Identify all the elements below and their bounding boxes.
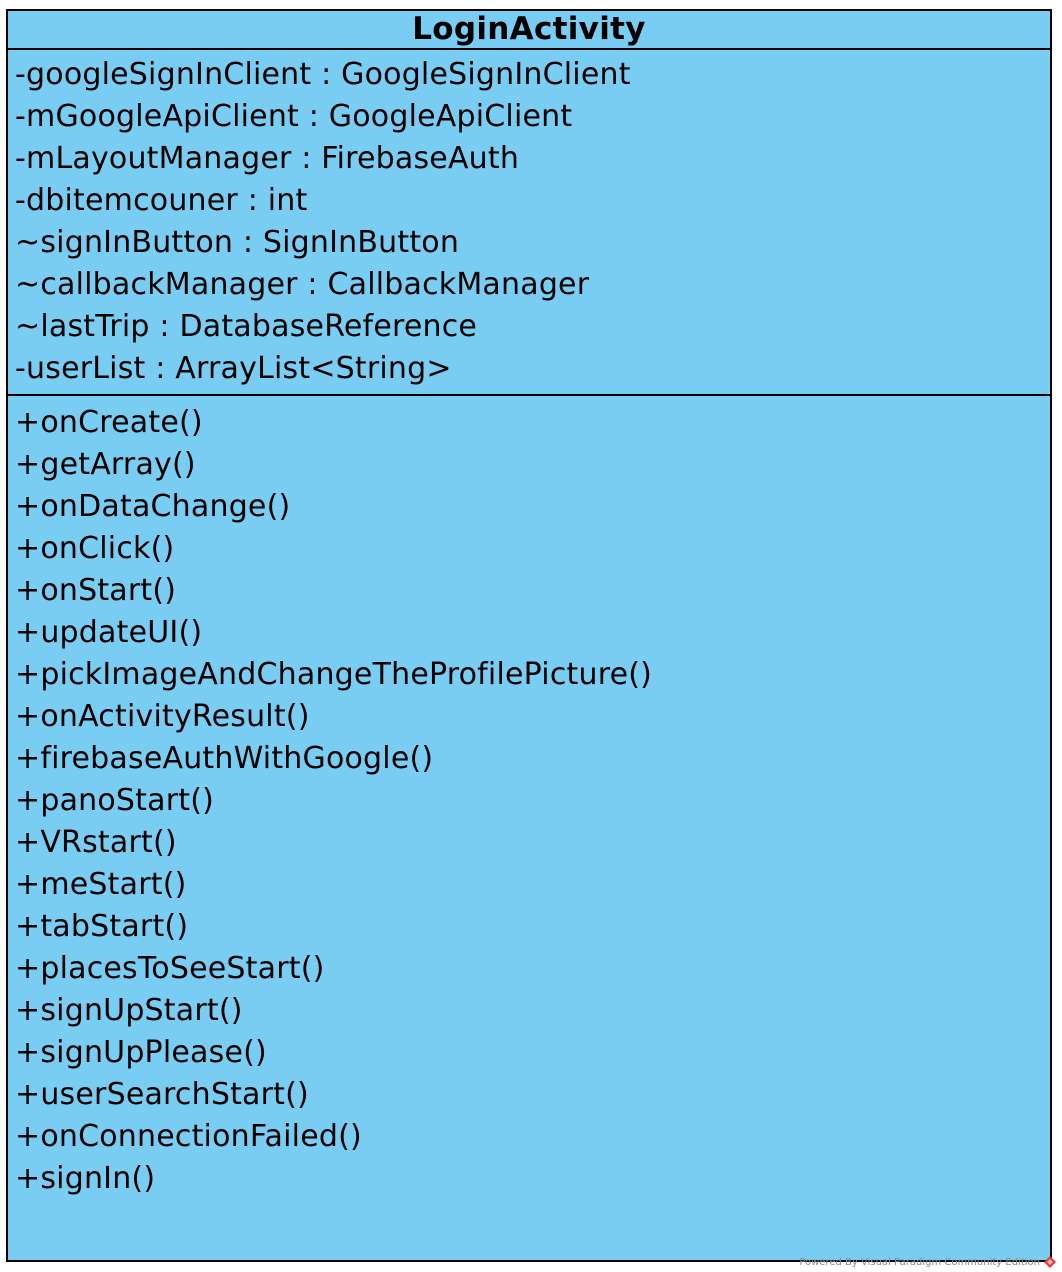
- operation-row: +onCreate(): [15, 405, 203, 440]
- operation-row: +pickImageAndChangeTheProfilePicture(): [15, 657, 653, 692]
- uml-class-box[interactable]: LoginActivity -googleSignInClient : Goog…: [6, 9, 1052, 1262]
- attribute-row: -googleSignInClient : GoogleSignInClient: [15, 57, 631, 92]
- operation-row: +signUpPlease(): [15, 1035, 267, 1070]
- attribute-row: -mGoogleApiClient : GoogleApiClient: [15, 99, 573, 134]
- watermark-text: Powered By Visual Paradigm Community Edi…: [799, 1257, 1040, 1268]
- operation-row: +onDataChange(): [15, 489, 291, 524]
- operation-row: +onConnectionFailed(): [15, 1119, 362, 1154]
- operation-row: +getArray(): [15, 447, 196, 482]
- visual-paradigm-logo-icon: [1044, 1256, 1056, 1268]
- operation-row: +signIn(): [15, 1161, 156, 1196]
- attributes-compartment: -googleSignInClient : GoogleSignInClient…: [8, 50, 1050, 396]
- operation-row: +meStart(): [15, 867, 187, 902]
- operation-row: +panoStart(): [15, 783, 215, 818]
- operation-row: +onStart(): [15, 573, 177, 608]
- operation-row: +placesToSeeStart(): [15, 951, 325, 986]
- operation-row: +firebaseAuthWithGoogle(): [15, 741, 434, 776]
- attribute-row: -mLayoutManager : FirebaseAuth: [15, 141, 520, 176]
- operation-row: +signUpStart(): [15, 993, 243, 1028]
- attribute-row: -userList : ArrayList<String>: [15, 351, 452, 386]
- operation-row: +onClick(): [15, 531, 175, 566]
- attribute-row: ~lastTrip : DatabaseReference: [15, 309, 478, 344]
- operations-compartment: +onCreate() +getArray() +onDataChange() +on…: [8, 396, 1050, 1200]
- attribute-row: -dbitemcouner : int: [15, 183, 308, 218]
- operation-row: +tabStart(): [15, 909, 189, 944]
- attribute-row: ~signInButton : SignInButton: [15, 225, 460, 260]
- operation-row: +userSearchStart(): [15, 1077, 309, 1112]
- attribute-row: ~callbackManager : CallbackManager: [15, 267, 590, 302]
- operation-row: +updateUI(): [15, 615, 203, 650]
- operation-row: +VRstart(): [15, 825, 177, 860]
- operation-row: +onActivityResult(): [15, 699, 310, 734]
- class-name: LoginActivity: [8, 11, 1050, 50]
